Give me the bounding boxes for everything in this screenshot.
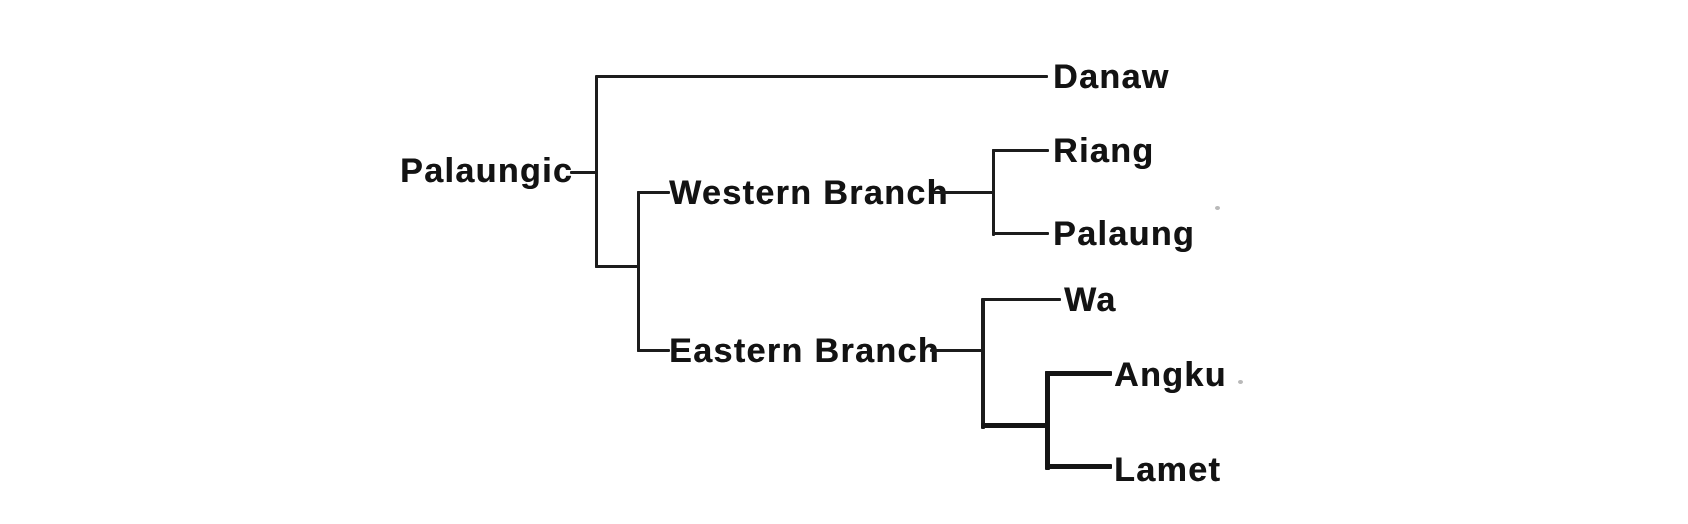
node-label-danaw: Danaw: [1053, 58, 1170, 96]
edge-western-vertical: [992, 149, 995, 236]
node-label-western-branch: Western Branch: [669, 174, 949, 212]
edge-lamet-horizontal: [1045, 464, 1112, 469]
edge-riang-horizontal: [992, 149, 1049, 152]
edge-western-dash-left: [637, 191, 670, 194]
edge-eastern-vertical: [981, 299, 985, 429]
node-label-lamet: Lamet: [1114, 451, 1222, 489]
edge-danaw-horizontal: [595, 75, 1048, 78]
node-label-wa: Wa: [1064, 281, 1117, 319]
edge-trunk-jog-horizontal: [595, 265, 640, 268]
edge-root-trunk-vertical: [595, 76, 598, 268]
edge-angku-horizontal: [1045, 371, 1112, 376]
edge-eastern-dash-left: [637, 349, 670, 352]
scan-speck: [1238, 380, 1243, 384]
edge-root-dash: [570, 171, 597, 174]
edge-palaung-horizontal: [992, 232, 1049, 235]
node-label-palaungic: Palaungic: [400, 152, 574, 190]
scan-speck: [1215, 206, 1220, 210]
node-label-eastern-branch: Eastern Branch: [669, 332, 940, 370]
edge-eastern-dash-right: [930, 349, 984, 352]
edge-subgroup-vertical: [1045, 371, 1050, 470]
edge-wa-horizontal: [981, 298, 1061, 301]
edge-subgroup-horizontal: [981, 423, 1050, 428]
edge-branches-vertical: [637, 191, 640, 352]
edge-western-dash-right: [933, 191, 995, 194]
node-label-angku: Angku: [1114, 356, 1227, 394]
node-label-palaung: Palaung: [1053, 215, 1196, 253]
node-label-riang: Riang: [1053, 132, 1155, 170]
